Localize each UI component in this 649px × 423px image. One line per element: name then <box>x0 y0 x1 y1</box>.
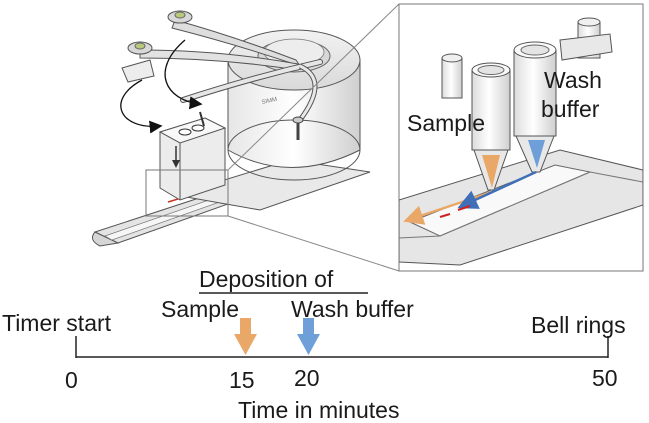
tick-label-0: 0 <box>65 367 78 393</box>
callout-wash-label-line1: Wash <box>544 67 602 93</box>
tick-label-20: 20 <box>294 365 320 391</box>
wash-arrow <box>297 318 320 355</box>
callout-wash-label-line2: buffer <box>541 96 600 122</box>
svg-text:SIMM: SIMM <box>261 97 278 106</box>
axis-title: Time in minutes <box>238 397 400 423</box>
device-body: SIMM <box>91 10 371 247</box>
timeline-heading: Deposition of <box>199 266 334 292</box>
sample-arrow <box>234 318 257 355</box>
wash-event-label: Wash buffer <box>291 296 414 322</box>
tick-label-50: 50 <box>592 365 618 391</box>
tick-label-15: 15 <box>229 367 255 393</box>
timeline <box>75 292 609 358</box>
sample-event-label: Sample <box>161 296 239 322</box>
bell-rings-label: Bell rings <box>531 312 626 338</box>
timer-start-label: Timer start <box>2 310 112 336</box>
callout-sample-label: Sample <box>407 110 485 136</box>
callout-panel <box>398 3 644 272</box>
